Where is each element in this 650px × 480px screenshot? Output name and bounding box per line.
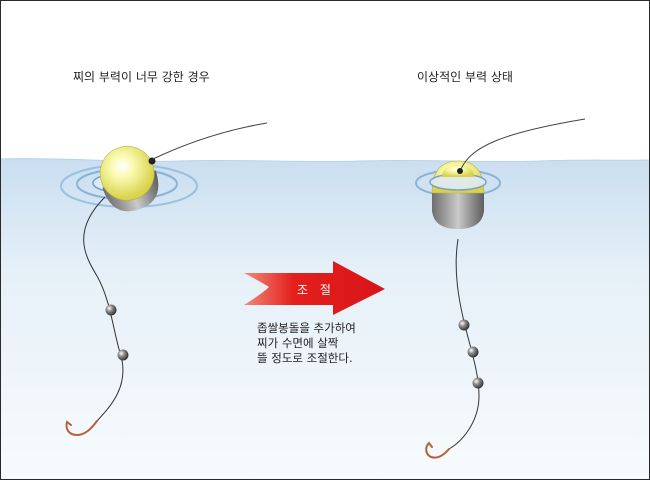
right-sinker-2 bbox=[468, 347, 479, 358]
right-float-eye-icon bbox=[457, 168, 463, 174]
left-upper-line bbox=[153, 123, 267, 159]
left-title: 찌의 부력이 너무 강한 경우 bbox=[73, 68, 210, 85]
left-sinker-1 bbox=[106, 305, 117, 316]
arrow-label: 조 절 bbox=[297, 281, 335, 298]
right-title: 이상적인 부력 상태 bbox=[417, 68, 513, 85]
water-body bbox=[1, 159, 650, 480]
adjust-note: 좁쌀봉돌을 추가하여 찌가 수면에 살짝 뜰 정도로 조절한다. bbox=[257, 321, 356, 366]
note-line: 뜰 정도로 조절한다. bbox=[257, 351, 356, 366]
right-float-bottom bbox=[432, 193, 484, 229]
note-line: 좁쌀봉돌을 추가하여 bbox=[257, 321, 356, 336]
note-line: 찌가 수면에 살짝 bbox=[257, 336, 356, 351]
right-sinker-1 bbox=[459, 320, 470, 331]
left-sinker-2 bbox=[118, 350, 129, 361]
right-sinker-3 bbox=[473, 378, 484, 389]
